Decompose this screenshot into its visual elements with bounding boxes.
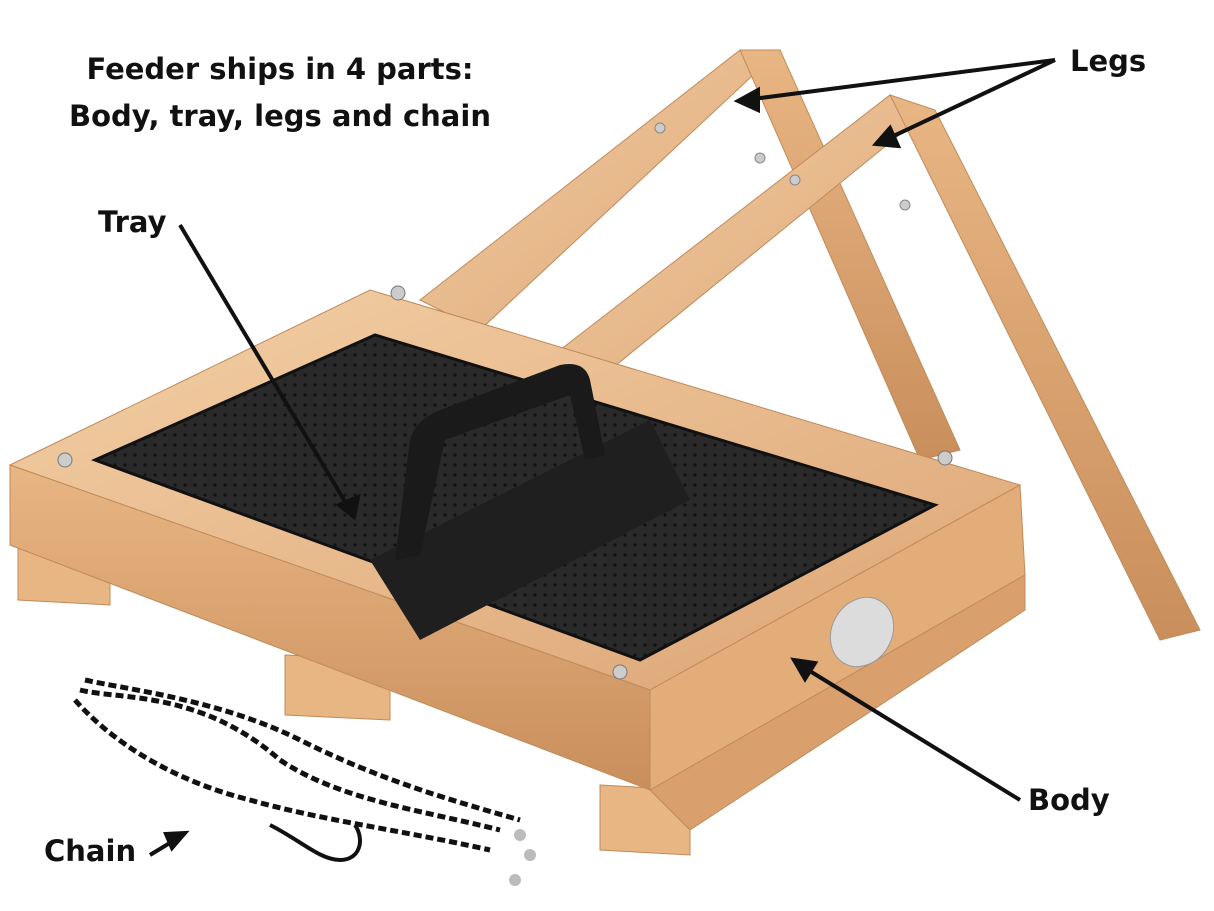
title-line-1: Feeder ships in 4 parts: — [86, 52, 474, 86]
chain-clips — [509, 829, 536, 886]
title-caption: Feeder ships in 4 parts: Body, tray, leg… — [40, 46, 520, 140]
annotation-arrows — [148, 58, 1056, 857]
body-label: Body — [1028, 783, 1110, 817]
tray-label: Tray — [98, 205, 167, 239]
legs — [419, 49, 1201, 641]
legs-label: Legs — [1070, 44, 1147, 78]
chain-label: Chain — [44, 834, 137, 868]
title-line-2: Body, tray, legs and chain — [69, 99, 491, 133]
brand-logo-plate — [829, 596, 895, 668]
tray — [91, 333, 939, 662]
screws — [57, 285, 953, 680]
chain — [73, 677, 521, 863]
